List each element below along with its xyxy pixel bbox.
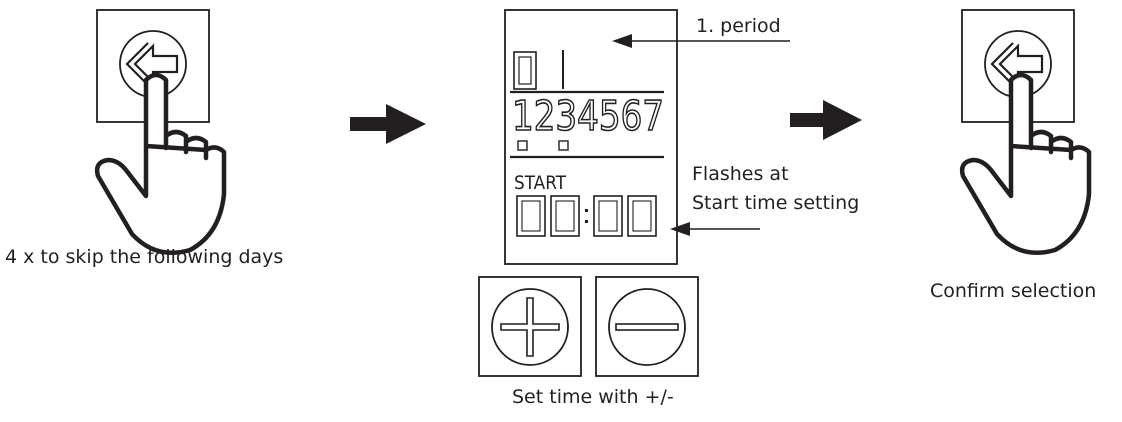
flow-arrow-2 (790, 100, 862, 140)
minus-button (595, 276, 699, 377)
start-label: START (514, 172, 566, 194)
callout-flash-line1: Flashes at (692, 163, 789, 185)
minus-icon (615, 323, 679, 331)
callout-period-arrow (612, 34, 790, 48)
plus-button (478, 276, 582, 377)
callout-flash-arrow (670, 222, 760, 236)
right-step-caption: Confirm selection (930, 280, 1097, 302)
bottom-step-caption: Set time with +/- (512, 386, 674, 408)
weekday-digits: 1234567 (512, 92, 664, 140)
time-display: 00:00 (600, 249, 603, 251)
callout-period-label: 1. period (696, 15, 781, 37)
period-number: 1 (600, 51, 601, 53)
display-panel (504, 9, 678, 265)
callout-flash-line2: Start time setting (692, 192, 859, 214)
plus-icon (500, 297, 560, 357)
left-step-caption: 4 x to skip the following days (5, 246, 284, 268)
flow-arrow-1 (350, 104, 426, 144)
